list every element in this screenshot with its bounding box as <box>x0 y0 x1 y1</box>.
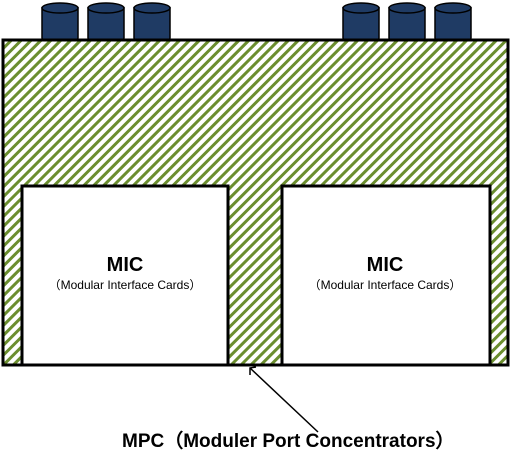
mpc-callout-label: MPC（Moduler Port Concentrators） <box>122 431 455 452</box>
port-connectors <box>41 2 472 44</box>
mic-left-title: MIC <box>106 254 144 276</box>
port-cylinder <box>388 2 426 44</box>
mic-card-right <box>280 184 492 367</box>
callout-arrow-line <box>249 367 319 433</box>
mic-left-subtitle: （Modular Interface Cards） <box>48 278 202 292</box>
port-cylinder <box>434 2 472 44</box>
mic-right-subtitle: （Modular Interface Cards） <box>308 278 462 292</box>
mic-card-left <box>20 184 230 367</box>
callout-arrow-head <box>249 366 257 375</box>
port-cylinder <box>41 2 79 44</box>
mic-right-title: MIC <box>366 254 404 276</box>
port-cylinder <box>133 2 171 44</box>
port-cylinder <box>342 2 380 44</box>
port-cylinder <box>87 2 125 44</box>
